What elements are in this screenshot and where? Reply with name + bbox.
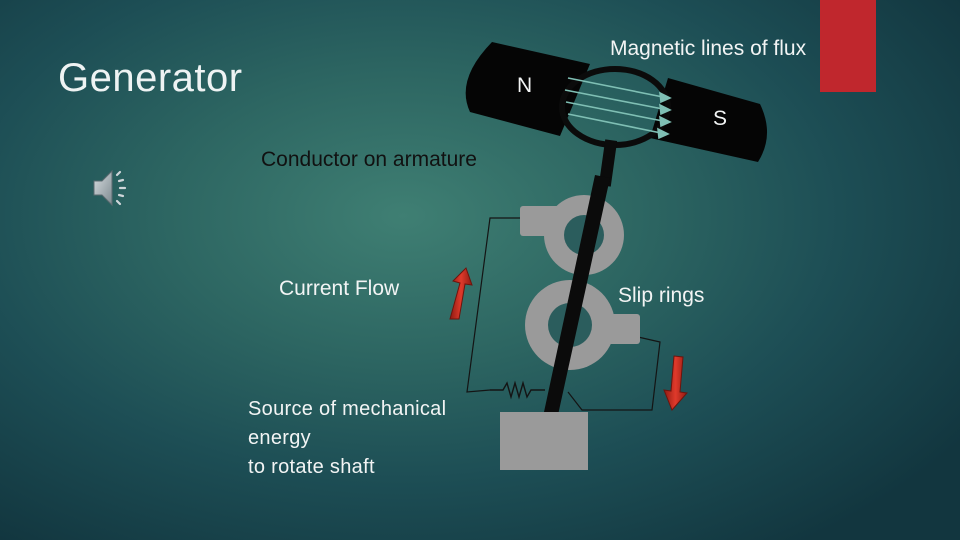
- label-magnetic-flux: Magnetic lines of flux: [610, 37, 807, 60]
- resistor: [490, 380, 545, 400]
- accent-bar: [820, 0, 876, 92]
- conductor: [598, 139, 618, 187]
- current-arrow-down: [663, 355, 688, 411]
- circuit-wires: [466, 217, 661, 411]
- label-mechanical-source-line-3: to rotate shaft: [248, 456, 375, 478]
- current-arrow-up: [449, 267, 473, 320]
- slide-title: Generator: [58, 56, 243, 100]
- speaker-icon[interactable]: [92, 168, 136, 208]
- shaft: [544, 175, 610, 415]
- label-mechanical-source-line-1: Source of mechanical: [248, 398, 447, 420]
- label-current-flow: Current Flow: [279, 277, 400, 300]
- mechanical-energy-box: [500, 412, 588, 470]
- magnet-south-pole: [650, 78, 768, 162]
- magnet-north-pole: [465, 42, 590, 136]
- label-mechanical-source-line-2: energy: [248, 427, 311, 449]
- label-south-pole: S: [713, 107, 728, 130]
- slip-ring-upper: [520, 195, 624, 275]
- label-mechanical-source: Source of mechanical energy to rotate sh…: [248, 395, 446, 482]
- flux-lines: [564, 77, 672, 140]
- label-slip-rings: Slip rings: [618, 284, 705, 307]
- label-north-pole: N: [517, 74, 533, 97]
- label-conductor: Conductor on armature: [261, 148, 477, 171]
